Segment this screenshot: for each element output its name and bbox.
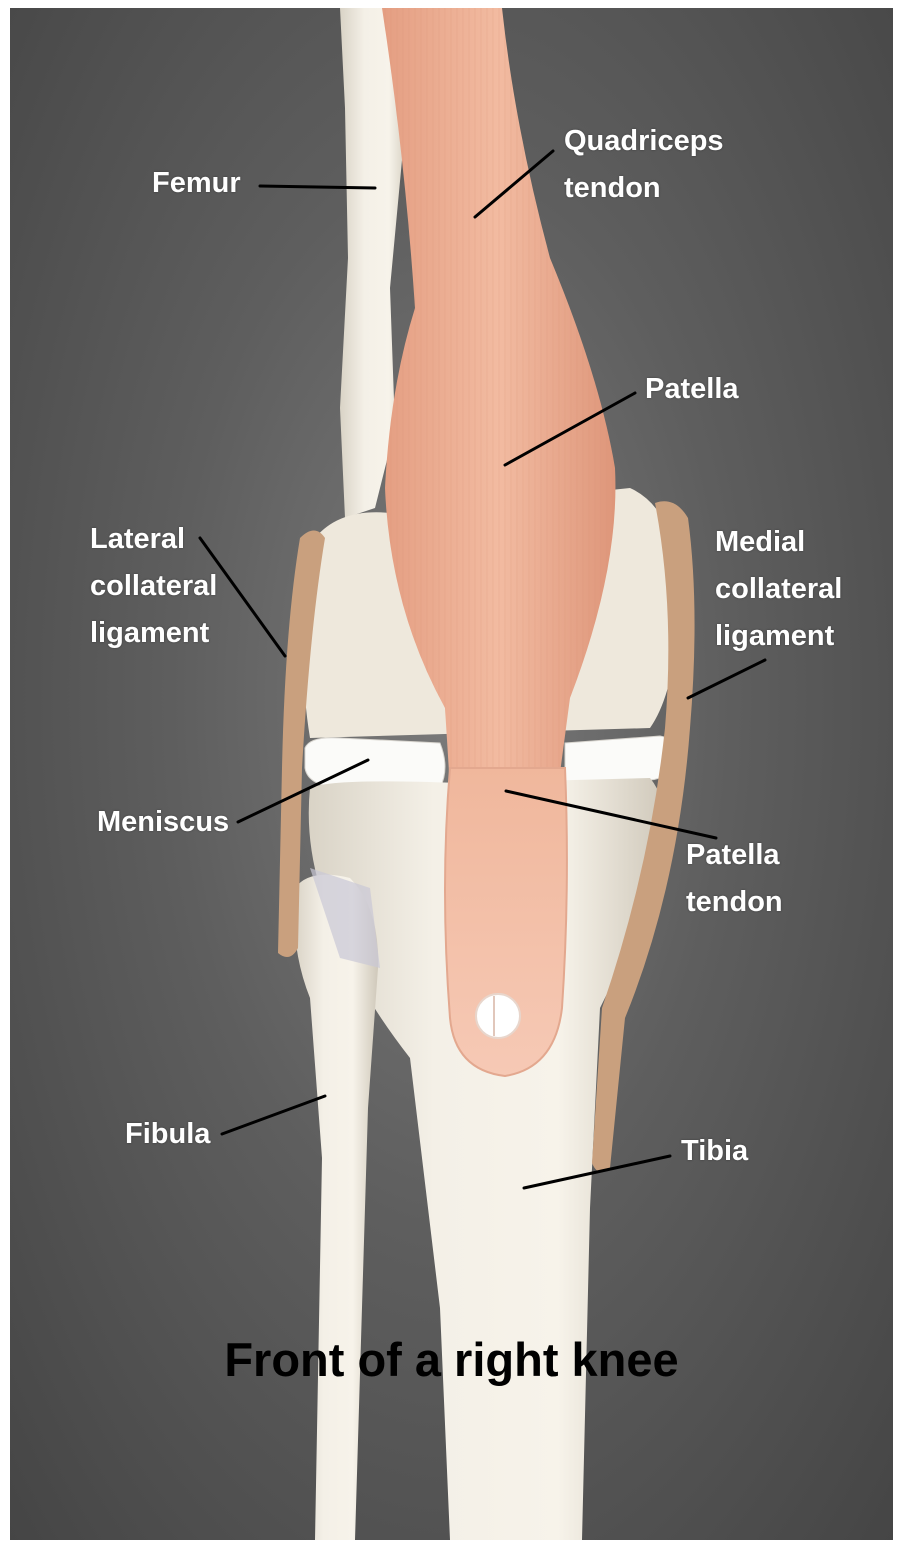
tendon-pin-shape <box>476 994 520 1038</box>
quadriceps-tendon-label-line-2: tendon <box>564 165 724 212</box>
medial-collateral-ligament-leader-line <box>688 660 765 698</box>
tibia-label: Tibia <box>681 1128 748 1175</box>
knee-photo <box>10 8 893 1540</box>
fibula-leader-line <box>222 1096 325 1134</box>
diagram-title: Front of a right knee <box>0 1330 903 1390</box>
lateral-collateral-ligament-label-line-1: Lateral <box>90 516 217 563</box>
quadriceps-tendon-label: Quadriceps tendon <box>564 118 724 212</box>
fibula-label: Fibula <box>125 1111 210 1158</box>
patella-tendon-label-line-1: Patella <box>686 832 783 879</box>
quadriceps-tendon-label-line-1: Quadriceps <box>564 118 724 165</box>
medial-collateral-ligament-label-line-3: ligament <box>715 613 842 660</box>
fibula-shape <box>294 875 378 1540</box>
femur-leader-line <box>260 186 375 188</box>
medial-collateral-ligament-label-line-2: collateral <box>715 566 842 613</box>
patella-label: Patella <box>645 366 739 413</box>
lateral-collateral-ligament-label-line-2: collateral <box>90 563 217 610</box>
lateral-collateral-ligament-label: Lateral collateral ligament <box>90 516 217 657</box>
patella-tendon-label: Patella tendon <box>686 832 783 926</box>
meniscus-label: Meniscus <box>97 799 229 846</box>
lateral-collateral-ligament-label-line-3: ligament <box>90 610 217 657</box>
medial-collateral-ligament-label-line-1: Medial <box>715 519 842 566</box>
femur-label: Femur <box>152 160 241 207</box>
knee-model-illustration <box>10 8 893 1540</box>
patella-tendon-label-line-2: tendon <box>686 879 783 926</box>
medial-collateral-ligament-label: Medial collateral ligament <box>715 519 842 660</box>
